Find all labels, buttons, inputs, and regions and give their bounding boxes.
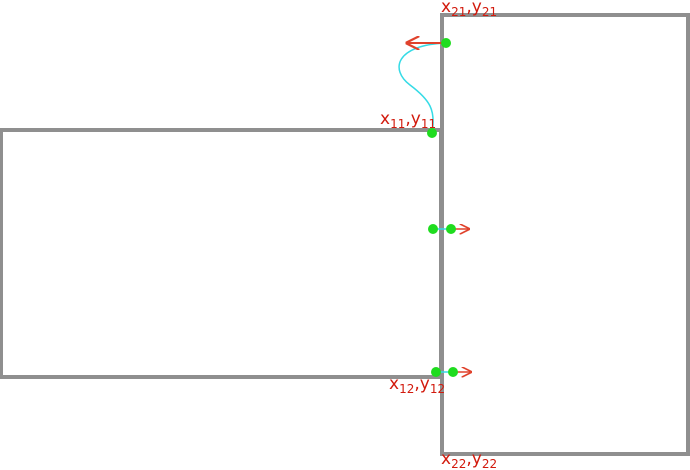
label-x11-y11: x11,y11 [380, 109, 436, 131]
point-bottom-left [431, 367, 441, 377]
point-top-right [441, 38, 451, 48]
label-x22-y22: x22,y22 [441, 449, 497, 470]
point-bottom-right [448, 367, 458, 377]
left-rectangle [0, 128, 443, 379]
point-mid-right [446, 224, 456, 234]
point-mid-left [428, 224, 438, 234]
label-x21-y21: x21,y21 [441, 0, 497, 19]
label-x12-y12: x12,y12 [389, 374, 445, 396]
point-x11-y11 [427, 128, 437, 138]
right-rectangle [440, 13, 690, 456]
